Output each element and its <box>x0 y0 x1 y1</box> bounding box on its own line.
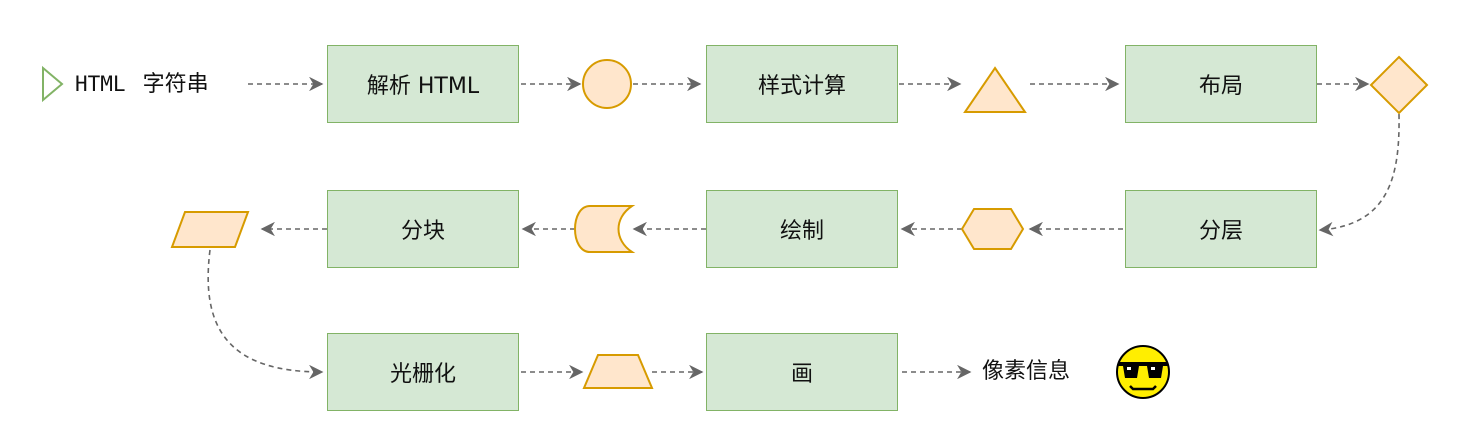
stored-data-shape <box>574 205 636 253</box>
step-draw: 画 <box>706 333 898 411</box>
hexagon-shape <box>960 208 1025 250</box>
step-style-calc: 样式计算 <box>706 45 898 123</box>
trapezoid-shape <box>582 354 654 389</box>
circle-shape <box>582 59 632 109</box>
diamond-shape <box>1369 55 1429 115</box>
step-layout: 布局 <box>1125 45 1317 123</box>
step-tiling: 分块 <box>327 190 519 268</box>
step-layering: 分层 <box>1125 190 1317 268</box>
output-label: 像素信息 <box>982 359 1071 384</box>
input-label-suffix: 字符串 <box>142 72 209 97</box>
step-parse-html: 解析 HTML <box>327 45 519 123</box>
triangle-shape <box>963 66 1027 113</box>
start-triangle-icon <box>42 65 64 103</box>
arrow-parallelogram-to-rasterize <box>207 249 324 380</box>
step-paint: 绘制 <box>706 190 898 268</box>
step-rasterize: 光栅化 <box>327 333 519 411</box>
arrow-diamond-to-layering <box>1318 113 1400 237</box>
cool-sunglasses-emoji-icon <box>1116 345 1170 399</box>
input-label-prefix: HTML <box>75 72 126 96</box>
input-label: HTML 字符串 <box>75 70 209 99</box>
parallelogram-shape <box>170 211 250 248</box>
